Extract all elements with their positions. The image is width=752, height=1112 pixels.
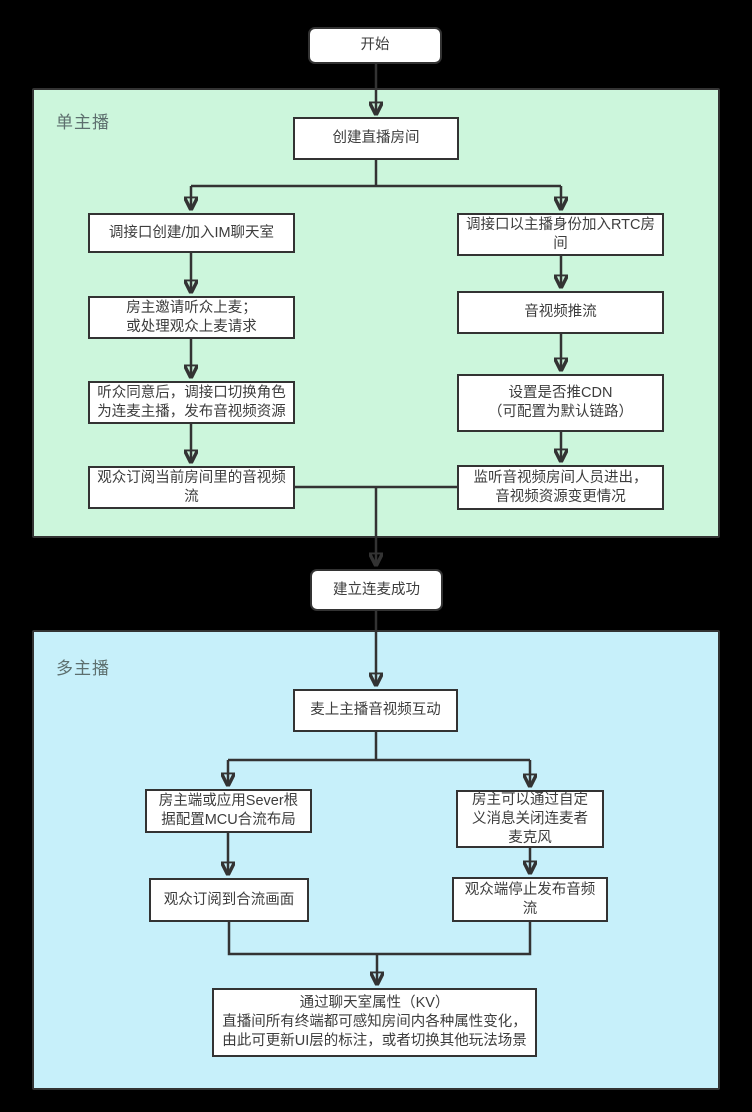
- node-create-room: 创建直播房间: [293, 117, 459, 160]
- section-multi-host-label: 多主播: [56, 659, 110, 678]
- node-cdn-config: 设置是否推CDN （可配置为默认链路）: [457, 374, 664, 432]
- node-stop-audio: 观众端停止发布音频 流: [452, 877, 608, 922]
- node-join-rtc: 调接口以主播身份加入RTC房 间: [457, 213, 664, 256]
- node-mic-interact: 麦上主播音视频互动: [293, 689, 458, 732]
- node-mcu-layout: 房主端或应用Sever根 据配置MCU合流布局: [145, 789, 312, 833]
- node-link-success: 建立连麦成功: [310, 569, 443, 611]
- node-kv-attr: 通过聊天室属性（KV） 直播间所有终端都可感知房间内各种属性变化， 由此可更新U…: [212, 988, 537, 1057]
- section-single-host-label: 单主播: [56, 113, 110, 132]
- node-custom-msg: 房主可以通过自定 义消息关闭连麦者 麦克风: [456, 790, 604, 848]
- node-switch-role: 听众同意后，调接口切换角色 为连麦主播，发布音视频资源: [88, 381, 295, 424]
- node-push-stream: 音视频推流: [457, 291, 664, 334]
- node-start: 开始: [308, 27, 442, 64]
- node-im-chatroom: 调接口创建/加入IM聊天室: [88, 213, 295, 253]
- node-listen-room: 监听音视频房间人员进出， 音视频资源变更情况: [457, 465, 664, 510]
- node-invite-mic: 房主邀请听众上麦； 或处理观众上麦请求: [88, 296, 295, 339]
- node-subscribe-mixed: 观众订阅到合流画面: [149, 878, 309, 922]
- node-subscribe-stream: 观众订阅当前房间里的音视频 流: [88, 466, 295, 509]
